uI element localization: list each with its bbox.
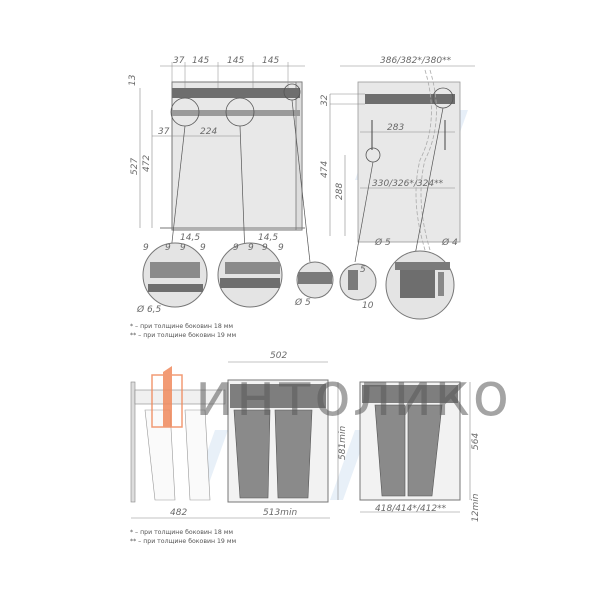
brand-logo-icon xyxy=(151,366,183,428)
dim-9-a2: 9 xyxy=(165,243,171,253)
watermark-text: интолико xyxy=(195,360,512,430)
dim-9-b2: 9 xyxy=(248,243,254,253)
dim-513min: 513min xyxy=(263,508,297,518)
dim-564: 564 xyxy=(471,433,481,450)
dim-32: 32 xyxy=(320,94,330,106)
dim-14-5-b: 14,5 xyxy=(258,233,278,243)
dim-330: 330/326*/324** xyxy=(372,179,444,189)
front-view-top xyxy=(139,62,311,263)
dim-d4: Ø 4 xyxy=(441,237,458,248)
dim-9-b1: 9 xyxy=(233,243,239,253)
dim-37-offset: 37 xyxy=(158,127,170,137)
dim-474: 474 xyxy=(320,161,330,178)
dim-581min: 581min xyxy=(338,426,348,460)
dim-12min: 12min xyxy=(471,493,481,522)
dim-145-a: 145 xyxy=(192,56,209,66)
bottom-middle-view xyxy=(227,361,339,503)
dim-d6-5: Ø 6,5 xyxy=(136,304,162,315)
footnote-18mm: * – при толщине боковин 18 мм xyxy=(130,323,234,330)
bottom-right-view xyxy=(359,381,471,513)
footnote-18mm-b: * – при толщине боковин 18 мм xyxy=(130,529,234,536)
dim-145-c: 145 xyxy=(262,56,279,66)
footnote-bottom: * – при толщине боковин 18 мм ** – при т… xyxy=(130,528,236,546)
dim-527: 527 xyxy=(130,158,140,175)
dim-9-a3: 9 xyxy=(180,243,186,253)
dim-13: 13 xyxy=(128,74,138,86)
side-view-top xyxy=(329,65,475,263)
dim-472: 472 xyxy=(142,155,152,172)
dim-d5-b: Ø 5 xyxy=(374,237,391,248)
footnote-19mm-b: ** – при толщине боковин 19 мм xyxy=(130,538,237,545)
bottom-left-view xyxy=(130,381,226,503)
dim-9-a1: 9 xyxy=(143,243,149,253)
dim-9-b4: 9 xyxy=(278,243,284,253)
dim-9-a4: 9 xyxy=(200,243,206,253)
dim-10: 10 xyxy=(362,301,374,311)
dim-502: 502 xyxy=(270,351,287,361)
footnote-19mm: ** – при толщине боковин 19 мм xyxy=(130,332,237,339)
dim-386: 386/382*/380** xyxy=(380,56,452,66)
dim-145-b: 145 xyxy=(227,56,244,66)
dim-5-v: 5 xyxy=(360,265,366,275)
dim-d5-a: Ø 5 xyxy=(294,297,311,308)
footnote-top: * – при толщине боковин 18 мм ** – при т… xyxy=(130,322,236,340)
dim-482: 482 xyxy=(170,508,187,518)
dim-288: 288 xyxy=(335,183,345,200)
dim-14-5-a: 14,5 xyxy=(180,233,200,243)
dim-37: 37 xyxy=(173,56,185,66)
dim-9-b3: 9 xyxy=(262,243,268,253)
detail-circles xyxy=(142,242,455,320)
dim-418: 418/414*/412** xyxy=(375,504,447,514)
dim-283: 283 xyxy=(387,123,404,133)
dim-224: 224 xyxy=(200,127,217,137)
